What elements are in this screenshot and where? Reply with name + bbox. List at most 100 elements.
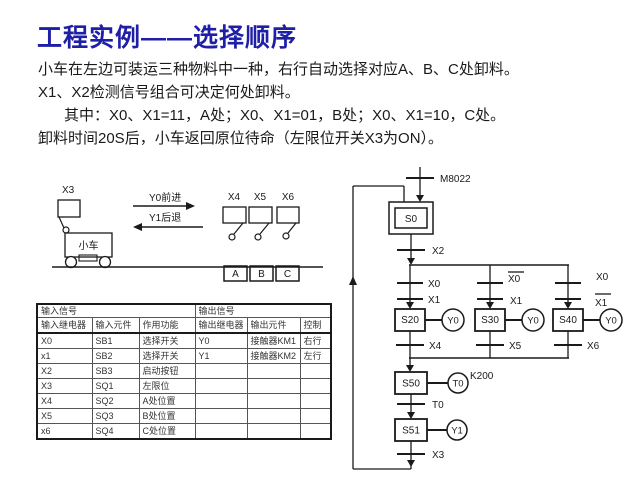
branch-b-t2-label: X1: [510, 296, 523, 307]
s0-label: S0: [405, 214, 418, 225]
col-header: 输出元件: [246, 317, 301, 334]
initial-step-s0: S0: [388, 201, 434, 235]
y0-action-label: Y0: [447, 316, 459, 327]
y0-action-label: Y0: [605, 316, 617, 327]
position-b-box: [249, 265, 274, 282]
backward-arrow: Y1后退: [133, 212, 203, 231]
s50-label: S50: [402, 379, 420, 390]
position-c-label: C: [284, 269, 291, 280]
body-text-line-2: X1、X2检测信号组合可决定何处卸料。: [38, 84, 300, 101]
forward-arrow: Y0前进: [133, 191, 195, 210]
cell: X5: [36, 408, 93, 424]
down-arrowhead-icon: [564, 302, 572, 309]
down-arrowhead-icon: [406, 365, 414, 372]
x5-lever-roller: [254, 233, 262, 241]
x4-lever-roller: [228, 233, 236, 241]
x5-label: X5: [254, 192, 267, 203]
branch-b-t1-label: X0: [508, 274, 521, 285]
x5-switch-box: [248, 206, 273, 224]
x4-switch-box: [222, 206, 247, 224]
x6-switch-box: [276, 206, 300, 224]
down-arrowhead-icon: [407, 258, 415, 265]
table-column-header-row: 输入继电器 输入元件 作用功能 输出继电器 输出元件 控制: [36, 317, 332, 334]
body-text-line-4: 卸料时间20S后，小车返回原位待命（左限位开关X3为ON）。: [38, 130, 444, 147]
cart-label: 小车: [79, 239, 99, 252]
body-text-line-3: 其中：X0、X1=11，A处；X0、X1=01，B处；X0、X1=10，C处。: [64, 107, 506, 124]
branch-c-t1-label: X0: [596, 272, 609, 283]
cell: B处位置: [138, 408, 196, 424]
x4-label: X4: [228, 192, 241, 203]
x5-lever: [259, 222, 270, 235]
unload-positions: A B C: [223, 265, 300, 282]
position-a-label: A: [232, 269, 239, 280]
cell: 右行: [299, 332, 332, 349]
sfc-diagram: M8022 S0 X2: [349, 167, 623, 470]
branch-c-t2-label: X1: [595, 298, 608, 309]
table-row: X2 SB3 启动按钮: [36, 363, 332, 379]
s40-label: S40: [559, 315, 577, 326]
cart: 小车: [64, 232, 113, 269]
x3-lever-roller: [62, 226, 70, 234]
io-signal-table: 输入信号 输出信号 输入继电器 输入元件 作用功能 输出继电器 输出元件 控制 …: [36, 303, 333, 440]
cart-diagram: X3 小车 Y0前进: [52, 185, 323, 282]
t0-action-label: T0: [452, 379, 463, 390]
left-arrowhead-icon: [133, 223, 142, 231]
x6-lever: [287, 222, 297, 234]
down-arrowhead-icon: [407, 412, 415, 419]
return-step-s51: S51 Y1: [394, 418, 468, 442]
y0-action-circle: [599, 308, 623, 332]
col-header: 控制: [299, 317, 332, 334]
x2-label: X2: [432, 246, 445, 257]
cell: [299, 408, 332, 424]
s30-label: S30: [481, 315, 499, 326]
table-row: x6 SQ4 C处位置: [36, 423, 332, 440]
up-arrowhead-icon: [349, 276, 357, 285]
x3-label: X3: [62, 185, 75, 196]
x4-exit-label: X4: [429, 341, 442, 352]
position-a-box: [223, 265, 248, 282]
cart-wheel-left: [64, 255, 78, 269]
s51-label: S51: [402, 426, 420, 437]
t0-transition-label: T0: [432, 400, 444, 411]
x3-limit-switch: X3: [57, 185, 81, 234]
table-row: X5 SQ3 B处位置: [36, 408, 332, 424]
cell: [299, 423, 332, 440]
x3-transition-label: X3: [432, 450, 445, 461]
col-header: 作用功能: [138, 317, 196, 334]
sensor-x4: X4: [222, 192, 247, 241]
k200-timer-value: K200: [470, 371, 494, 382]
cell: C处位置: [138, 423, 196, 440]
x4-lever: [233, 222, 244, 235]
x6-exit-label: X6: [587, 341, 600, 352]
down-arrowhead-icon: [486, 302, 494, 309]
y0-action-circle: [521, 308, 545, 332]
timer-step-s50: S50 T0 K200: [394, 371, 494, 395]
x6-label: X6: [282, 192, 295, 203]
right-arrowhead-icon: [186, 202, 195, 210]
position-c-box: [275, 265, 300, 282]
sensor-x6: X6: [276, 192, 300, 240]
branch-a-t2-label: X1: [428, 295, 441, 306]
cart-body: [64, 232, 113, 258]
x6-lever-roller: [282, 232, 290, 240]
x3-lever: [58, 216, 65, 229]
down-arrowhead-icon: [416, 195, 424, 202]
page-title: 工程实例——选择顺序: [37, 24, 298, 52]
down-arrowhead-icon: [407, 460, 415, 467]
table-group-header-row: 输入信号 输出信号: [36, 303, 332, 318]
down-arrowhead-icon: [406, 302, 414, 309]
branch-a-t1-label: X0: [428, 279, 441, 290]
x3-switch-box: [57, 199, 81, 218]
position-b-label: B: [258, 269, 265, 280]
cart-undercarriage: [78, 254, 98, 262]
cart-wheel-right: [98, 255, 112, 269]
y1-action-label: Y1: [451, 426, 463, 437]
t0-action-circle: [447, 372, 469, 394]
m8022-label: M8022: [440, 174, 471, 185]
sfc-branch-c: X0 X1 S40 Y0 X6: [552, 265, 623, 358]
backward-arrow-label: Y1后退: [149, 212, 181, 224]
table-row: x1 SB2 选择开关 Y1 接触器KM2 左行: [36, 348, 332, 364]
sensor-x5: X5: [248, 192, 273, 241]
